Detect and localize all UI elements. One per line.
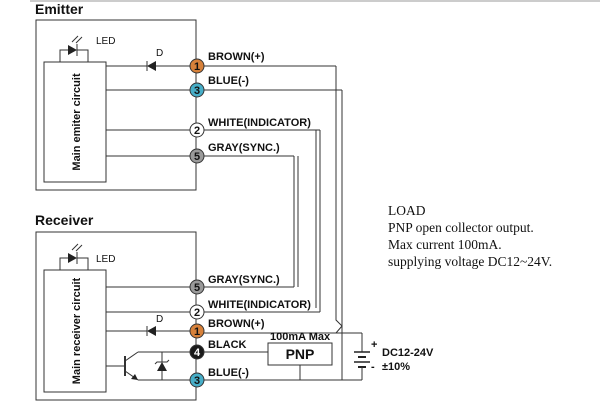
emitter-housing [35,19,197,191]
note-line-1: LOAD [388,203,426,218]
output-current-label: 100mA Max [270,331,331,343]
receiver-diode-icon [106,326,190,336]
receiver-pin-1: 1 [189,323,205,339]
note-line-4: supplying voltage DC12~24V. [388,254,552,269]
emitter-diode-label: D [156,48,163,59]
emitter-title: Emitter [35,1,84,17]
supply-minus: - [371,361,375,373]
receiver-label-black: BLACK [208,339,247,351]
supply-plus: + [371,339,377,351]
zener-diode-icon [154,352,170,380]
emitter-pin-3: 3 [189,82,205,98]
emitter-label-brown: BROWN(+) [208,51,265,63]
emitter-pin-2: 2 [189,122,205,138]
receiver-label-blue: BLUE(-) [208,367,249,379]
receiver-diode-label: D [156,314,163,325]
receiver-pin-4: 4 [189,344,205,360]
pnp-label: PNP [286,346,315,362]
svg-text:1: 1 [194,61,200,73]
emitter-label-white: WHITE(INDICATOR) [208,117,311,129]
svg-text:1: 1 [194,326,200,338]
svg-text:5: 5 [194,151,200,163]
receiver-led-label: LED [96,254,115,265]
emitter-diode-icon [106,61,190,71]
emitter-led-icon [59,35,89,62]
receiver-pin-3: 3 [189,372,205,388]
note-line-2: PNP open collector output. [388,220,534,235]
svg-text:3: 3 [194,85,200,97]
supply-tolerance: ±10% [382,361,410,373]
receiver-title: Receiver [35,212,94,228]
receiver-label-brown: BROWN(+) [208,318,265,330]
note-line-3: Max current 100mA. [388,237,502,252]
supply-voltage: DC12-24V [382,347,434,359]
emitter-led-label: LED [96,36,115,47]
emitter-label-gray: GRAY(SYNC.) [208,142,280,154]
emitter-pin-5: 5 [189,148,205,164]
svg-text:2: 2 [194,307,200,319]
brown-supply-link [335,66,343,334]
receiver-housing [35,231,197,401]
receiver-pin-5: 5 [189,279,205,295]
receiver-label-white: WHITE(INDICATOR) [208,299,311,311]
emitter-circuit-label: Main emiter circuit [71,73,83,171]
receiver-circuit-label: Main receiver circuit [71,277,83,384]
receiver-pin-2: 2 [189,304,205,320]
emitter-pin-1: 1 [189,58,205,74]
svg-text:5: 5 [194,282,200,294]
transistor-icon [106,351,190,381]
svg-text:3: 3 [194,375,200,387]
svg-text:2: 2 [194,125,200,137]
svg-text:4: 4 [194,347,201,359]
emitter-circuit-box [43,61,107,183]
battery-icon [354,333,370,380]
receiver-led-icon [59,243,89,270]
emitter-label-blue: BLUE(-) [208,75,249,87]
receiver-label-gray: GRAY(SYNC.) [208,274,280,286]
